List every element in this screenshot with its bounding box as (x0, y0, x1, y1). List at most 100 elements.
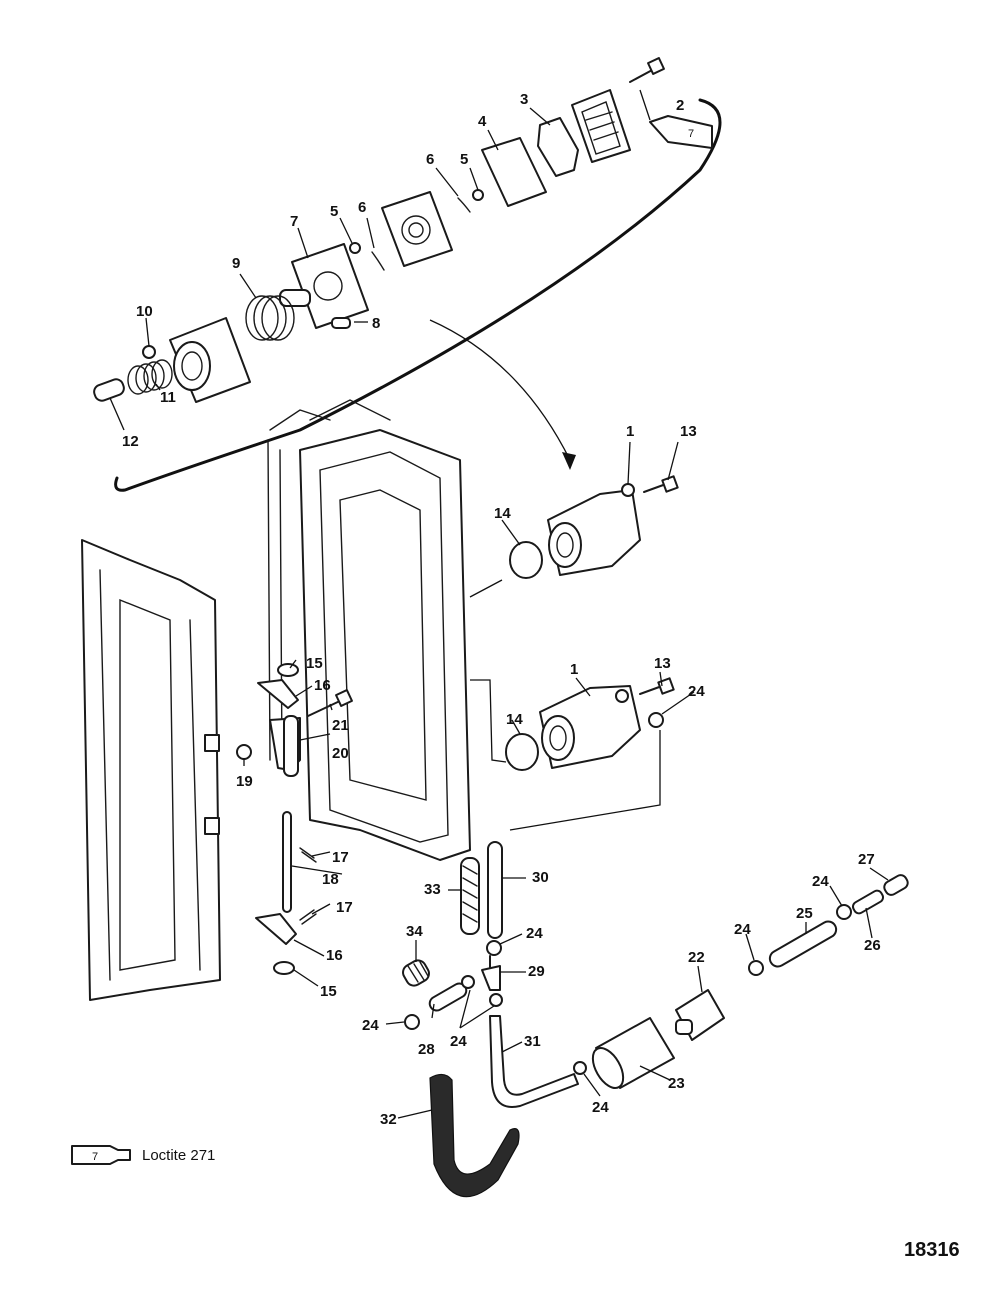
clamp-24-22 (748, 960, 764, 976)
callout-24: 24 (526, 925, 543, 942)
fuel-filter-22 (675, 989, 725, 1041)
callout-11: 11 (160, 389, 176, 406)
bolt-13-lower (639, 677, 675, 695)
callout-29: 29 (528, 963, 545, 980)
callout-23: 23 (668, 1075, 685, 1092)
callout-5: 5 (460, 151, 468, 168)
callout-17: 17 (332, 849, 349, 866)
bracket-16-upper (257, 679, 299, 709)
callout-18: 18 (322, 871, 339, 888)
fitting-20 (269, 715, 301, 777)
callout-20: 20 (332, 745, 349, 762)
hose-31 (489, 1015, 579, 1108)
callout-2: 2 (676, 97, 684, 114)
screw-2 (629, 57, 665, 83)
connector-lines (469, 579, 661, 831)
clamp-24-29a (461, 975, 475, 989)
callout-9: 9 (232, 255, 240, 272)
clamp-24-pump (648, 712, 664, 728)
o-ring-14-lower (505, 733, 539, 771)
plunger-12 (93, 378, 125, 402)
bracket-16-lower (255, 913, 297, 945)
spring-11 (127, 359, 173, 395)
hose-25 (768, 920, 838, 968)
callout-24: 24 (362, 1017, 379, 1034)
callout-16: 16 (314, 677, 331, 694)
callout-25: 25 (796, 905, 813, 922)
callout-5: 5 (330, 203, 338, 220)
callout-7: 7 (290, 213, 298, 230)
callout-33: 33 (424, 881, 441, 898)
callout-24: 24 (688, 683, 705, 700)
pin-8 (331, 317, 351, 329)
callout-8: 8 (372, 315, 380, 332)
clamp-24-25 (836, 904, 852, 920)
sleeve-33 (460, 857, 480, 935)
leader-lines (109, 89, 889, 1119)
callout-3: 3 (520, 91, 528, 108)
bolt-21 (307, 689, 353, 717)
pump-housing-left (169, 317, 251, 403)
detail-arrow (429, 319, 571, 461)
hose-30 (487, 841, 503, 939)
screw-5a (472, 189, 484, 201)
callout-24: 24 (734, 921, 751, 938)
sleeve-34 (402, 959, 430, 987)
fuel-pump-lower (539, 685, 641, 769)
callout-6: 6 (426, 151, 434, 168)
loctite-tube-icon: 7 (649, 115, 713, 149)
washer-15-upper (277, 663, 299, 677)
washer-15-lower (273, 961, 295, 975)
callout-15: 15 (320, 983, 337, 1000)
callout-10: 10 (136, 303, 153, 320)
spring-17-upper (299, 847, 317, 863)
callout-26: 26 (864, 937, 881, 954)
callout-19: 19 (236, 773, 253, 790)
callout-13: 13 (654, 655, 671, 672)
cylinder-block (81, 539, 221, 1001)
arrow-head (562, 452, 576, 470)
callout-31: 31 (524, 1033, 541, 1050)
pump-cover (571, 89, 631, 163)
callout-6: 6 (358, 199, 366, 216)
legend-tube-icon (71, 1145, 131, 1165)
callout-30: 30 (532, 869, 549, 886)
spring-6b (371, 251, 385, 271)
callout-27: 27 (858, 851, 875, 868)
callout-24: 24 (812, 873, 829, 890)
pump-body-middle (381, 191, 453, 267)
callout-24: 24 (450, 1033, 467, 1050)
filter-23 (591, 1017, 675, 1089)
spring-9 (245, 295, 295, 341)
callout-4: 4 (478, 113, 487, 130)
bolt-13-upper (643, 475, 679, 493)
cap-27 (883, 874, 909, 896)
figure-number: 18316 (904, 1239, 960, 1261)
callout-24: 24 (592, 1099, 609, 1116)
callout-16: 16 (326, 947, 343, 964)
spring-6a (457, 197, 471, 213)
callouts: 2 3 4 5 6 6 5 7 9 8 10 11 12 1 13 14 15 … (122, 91, 881, 1128)
o-ring-14-upper (509, 541, 543, 579)
callout-17: 17 (336, 899, 353, 916)
spring-17-lower (299, 909, 317, 925)
detail-frame-curve (114, 98, 722, 492)
clamp-24-30 (486, 940, 502, 956)
tee-fitting-29 (481, 955, 501, 991)
hose-32 (429, 1073, 520, 1198)
callout-14: 14 (506, 711, 523, 728)
fitting-26 (851, 889, 885, 915)
fuel-pump-upper (547, 483, 641, 576)
callout-28: 28 (418, 1041, 435, 1058)
nut-10 (142, 345, 156, 359)
clamp-24-31 (573, 1061, 587, 1075)
clamp-24-28 (404, 1014, 420, 1030)
callout-13: 13 (680, 423, 697, 440)
rod-18 (282, 811, 292, 913)
legend-tube-number: 7 (92, 1151, 98, 1163)
callout-14: 14 (494, 505, 511, 522)
clamp-24-29b (489, 993, 503, 1007)
legend: 7 Loctite 271 (71, 1145, 215, 1165)
gasket-3 (537, 117, 579, 177)
